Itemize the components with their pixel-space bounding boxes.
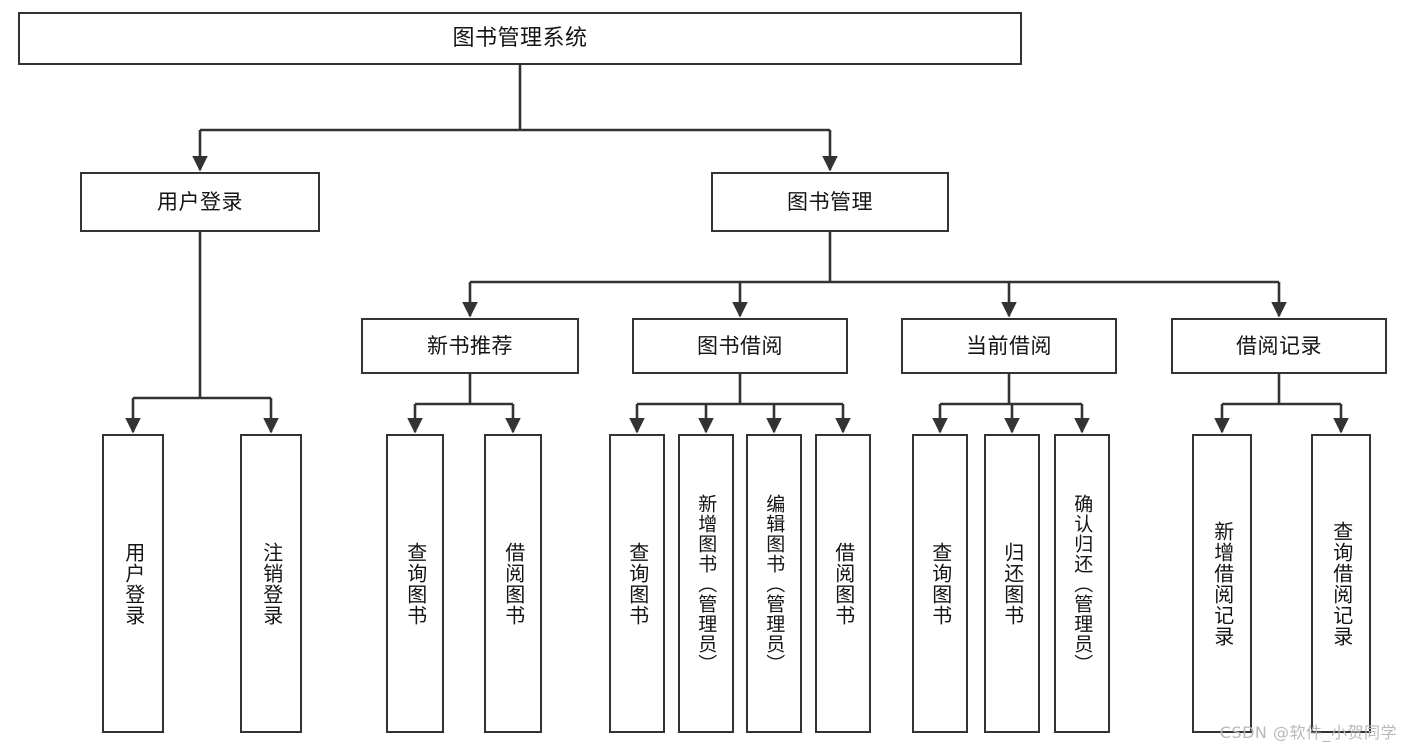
node-label: 新书推荐 (427, 333, 513, 358)
node-label: 用户登录 (121, 541, 146, 626)
node-leaf-query-borrow-record[interactable]: 查询借阅记录 (1311, 434, 1371, 733)
node-label: 借阅图书 (831, 541, 856, 626)
node-leaf-query-book-current[interactable]: 查询图书 (912, 434, 968, 733)
node-label: 查询图书 (625, 541, 650, 626)
node-leaf-user-logout[interactable]: 注销登录 (240, 434, 302, 733)
node-leaf-query-book-borrow[interactable]: 查询图书 (609, 434, 665, 733)
node-label: 借阅记录 (1236, 333, 1322, 358)
node-label: 图书管理 (787, 189, 873, 214)
node-label: 当前借阅 (966, 333, 1052, 358)
node-label: 编辑图书（管理员） (763, 493, 786, 674)
node-label: 查询借阅记录 (1329, 520, 1354, 647)
node-label: 图书管理系统 (452, 25, 588, 51)
node-leaf-add-book-admin[interactable]: 新增图书（管理员） (678, 434, 734, 733)
node-leaf-add-borrow-record[interactable]: 新增借阅记录 (1192, 434, 1252, 733)
node-label: 图书借阅 (697, 333, 783, 358)
node-leaf-edit-book-admin[interactable]: 编辑图书（管理员） (746, 434, 802, 733)
node-leaf-borrow-book[interactable]: 借阅图书 (815, 434, 871, 733)
node-current-borrow[interactable]: 当前借阅 (901, 318, 1117, 374)
node-new-book-rec[interactable]: 新书推荐 (361, 318, 579, 374)
node-leaf-query-book-rec[interactable]: 查询图书 (386, 434, 444, 733)
node-leaf-return-book[interactable]: 归还图书 (984, 434, 1040, 733)
node-leaf-borrow-book-rec[interactable]: 借阅图书 (484, 434, 542, 733)
node-label: 用户登录 (157, 189, 243, 214)
node-book-borrow[interactable]: 图书借阅 (632, 318, 848, 374)
node-root[interactable]: 图书管理系统 (18, 12, 1022, 65)
node-label: 新增借阅记录 (1210, 520, 1235, 647)
node-borrow-record[interactable]: 借阅记录 (1171, 318, 1387, 374)
node-book-manage[interactable]: 图书管理 (711, 172, 949, 232)
node-label: 注销登录 (259, 541, 284, 626)
node-label: 确认归还（管理员） (1071, 493, 1094, 674)
node-label: 查询图书 (403, 541, 428, 626)
node-label: 查询图书 (928, 541, 953, 626)
node-label: 归还图书 (1000, 541, 1025, 626)
node-label: 新增图书（管理员） (695, 493, 718, 674)
node-leaf-confirm-return-admin[interactable]: 确认归还（管理员） (1054, 434, 1110, 733)
csdn-watermark: CSDN @软件_小贺同学 (1219, 723, 1397, 742)
node-leaf-user-login[interactable]: 用户登录 (102, 434, 164, 733)
node-user-login[interactable]: 用户登录 (80, 172, 320, 232)
node-label: 借阅图书 (501, 541, 526, 626)
